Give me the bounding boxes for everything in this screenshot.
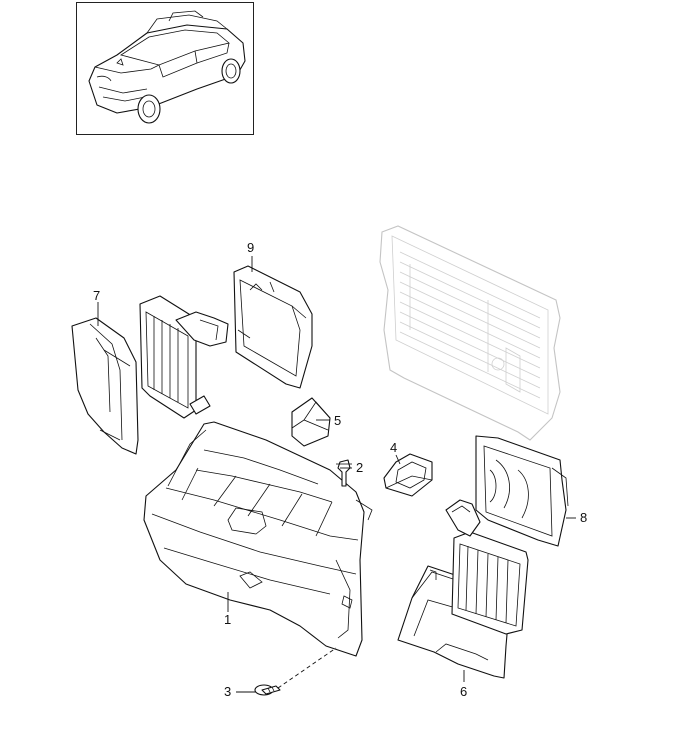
part-1-air-guide-panel <box>143 421 373 657</box>
part-9-left-shroud <box>233 265 313 389</box>
left-intercooler <box>139 295 229 419</box>
callout-7: 7 <box>93 288 100 303</box>
callout-5: 5 <box>334 413 341 428</box>
callout-9: 9 <box>247 240 254 255</box>
part-8-right-shroud <box>475 435 569 547</box>
callout-4: 4 <box>390 440 397 455</box>
callouts: 1 2 3 4 5 6 7 8 9 <box>93 240 587 699</box>
callout-8: 8 <box>580 510 587 525</box>
radiator-assembly-outline <box>379 225 561 441</box>
callout-2: 2 <box>356 460 363 475</box>
suv-vehicle-icon <box>88 10 246 124</box>
callout-3: 3 <box>224 684 231 699</box>
callout-6: 6 <box>460 684 467 699</box>
part-5-wedge-block <box>291 397 331 447</box>
part-2-clip <box>336 459 352 487</box>
right-intercooler <box>445 499 529 635</box>
part-7-left-air-duct <box>71 317 139 455</box>
leader-lines <box>97 256 576 693</box>
vehicle-thumbnail-frame <box>76 2 254 135</box>
part-4-guide-block <box>383 453 433 497</box>
leader-3-dashed <box>277 647 337 689</box>
leader-4 <box>395 454 401 465</box>
callout-1: 1 <box>224 612 231 627</box>
part-3-screw <box>254 684 281 696</box>
